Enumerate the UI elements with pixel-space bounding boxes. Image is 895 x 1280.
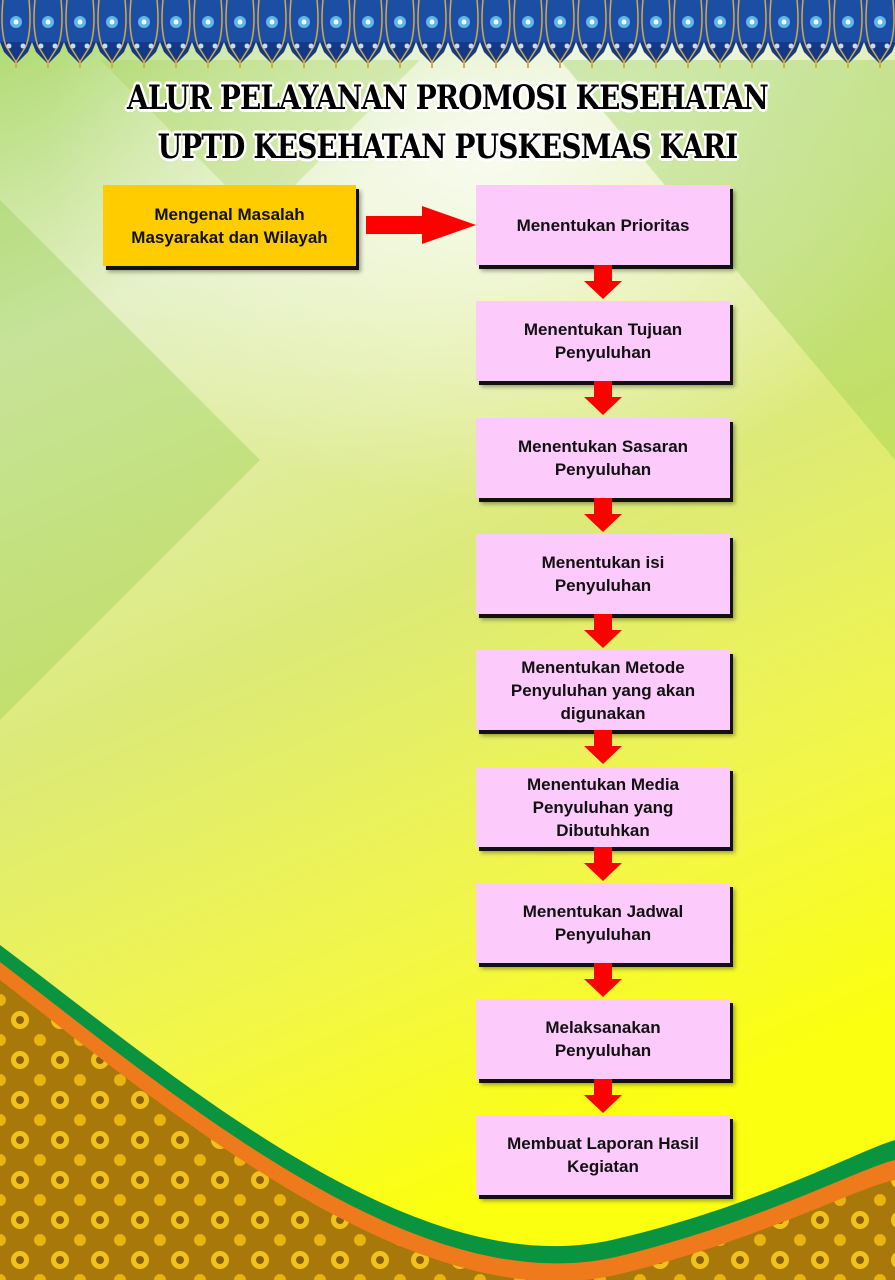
step-box-text: Menentukan Prioritas bbox=[516, 215, 690, 235]
step-box-text: Penyuluhan bbox=[554, 343, 652, 362]
step-box-text: digunakan bbox=[560, 703, 646, 723]
step-box-text: Penyuluhan yang bbox=[532, 797, 674, 817]
arrow-down-icon bbox=[584, 730, 622, 764]
step-box-text: Penyuluhan bbox=[554, 1041, 652, 1060]
start-box-text: Mengenal Masalah bbox=[154, 204, 305, 224]
arrow-down-icon bbox=[584, 614, 622, 648]
step-box-text: Menentukan isi bbox=[541, 553, 665, 572]
step-box-text: Penyuluhan bbox=[554, 925, 652, 944]
step-box-text: Dibutuhkan bbox=[556, 820, 650, 840]
step-box-text: Melaksanakan bbox=[545, 1018, 661, 1037]
page-title-line1: ALUR PELAYANAN PROMOSI KESEHATAN bbox=[127, 78, 769, 118]
page-title-line2: UPTD KESEHATAN PUSKESMAS KARI bbox=[157, 127, 739, 167]
start-box-text: Masyarakat dan Wilayah bbox=[131, 227, 328, 247]
step-box-text: Menentukan Metode bbox=[521, 657, 685, 677]
arrow-down-icon bbox=[584, 381, 622, 415]
arrow-down-icon bbox=[584, 498, 622, 532]
arrow-down-icon bbox=[584, 265, 622, 299]
step-box-text: Membuat Laporan Hasil bbox=[507, 1134, 699, 1153]
step-box-text: Penyuluhan yang akan bbox=[510, 680, 696, 700]
step-box-1: Menentukan Prioritas bbox=[476, 185, 730, 265]
start-box: Mengenal Masalah Masyarakat dan Wilayah bbox=[103, 185, 356, 266]
arrow-down-icon bbox=[584, 963, 622, 997]
arrow-down-icon bbox=[584, 1079, 622, 1113]
step-box-text: Menentukan Media bbox=[526, 774, 680, 794]
step-box-text: Menentukan Sasaran bbox=[517, 437, 689, 456]
step-box-text: Penyuluhan bbox=[554, 460, 652, 479]
step-box-text: Kegiatan bbox=[567, 1157, 639, 1176]
arrow-right-icon bbox=[366, 206, 476, 244]
arrow-down-icon bbox=[584, 847, 622, 881]
step-box-text: Menentukan Jadwal bbox=[522, 902, 684, 921]
step-box-text: Menentukan Tujuan bbox=[523, 320, 683, 339]
step-box-text: Penyuluhan bbox=[554, 576, 652, 595]
